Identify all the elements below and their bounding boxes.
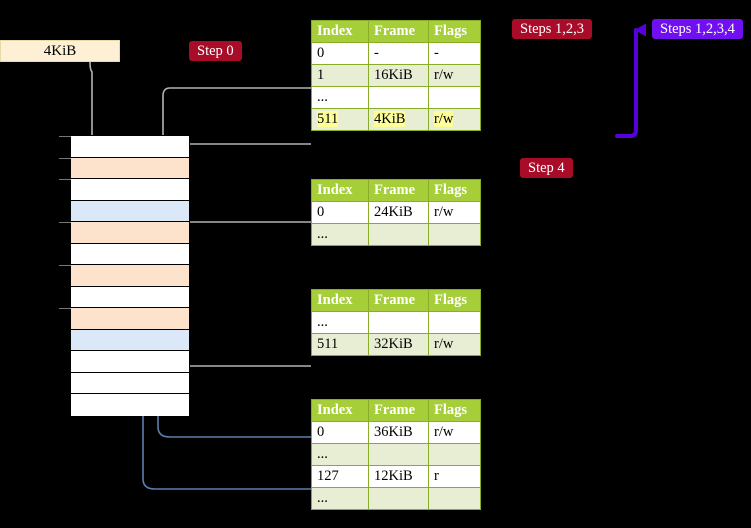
table-cell: r/w [428, 108, 481, 131]
table-cell: r/w [428, 64, 481, 87]
column-header-index: Index [311, 399, 369, 422]
table-cell: 36KiB [368, 421, 429, 444]
table-cell: 511 [311, 108, 369, 131]
table-cell: r [428, 465, 481, 488]
table-cell: 0 [311, 421, 369, 444]
memory-frame-row [71, 394, 189, 416]
badge-step-0: Step 0 [189, 41, 242, 61]
table-cell [368, 86, 429, 109]
table-cell: 1 [311, 64, 369, 87]
frame-tick-mark [59, 136, 71, 137]
table-cell [428, 311, 481, 334]
column-header-flags: Flags [428, 20, 481, 43]
table-row: 511 4KiB r/w [311, 108, 481, 131]
column-header-index: Index [311, 289, 369, 312]
table-row: ... [311, 86, 481, 109]
frame-tick-mark [59, 179, 71, 180]
frame-tick-mark [59, 222, 71, 223]
table-cell: 4KiB [368, 108, 429, 131]
table-cell: 511 [311, 333, 369, 356]
highlighted-value: 4KiB [374, 111, 406, 127]
table-row: ... [311, 311, 481, 334]
table-row: ... [311, 487, 481, 510]
table-cell [428, 86, 481, 109]
table-row: ... [311, 443, 481, 466]
physical-memory-frames [59, 135, 190, 416]
memory-frame-row [71, 200, 189, 222]
column-header-flags: Flags [428, 399, 481, 422]
memory-frame-row [59, 136, 189, 158]
column-header-frame: Frame [368, 289, 429, 312]
table-cell [428, 443, 481, 466]
size-label-box: 4KiB [0, 40, 120, 62]
column-header-flags: Flags [428, 179, 481, 202]
table-row: ... [311, 223, 481, 246]
table-cell: 127 [311, 465, 369, 488]
table-cell: 32KiB [368, 333, 429, 356]
table-cell [428, 487, 481, 510]
frame-tick-mark [59, 265, 71, 266]
column-header-index: Index [311, 20, 369, 43]
table-cell: ... [311, 223, 369, 246]
table-cell: 12KiB [368, 465, 429, 488]
table-cell [368, 311, 429, 334]
table-cell: 24KiB [368, 201, 429, 224]
table-cell: r/w [428, 201, 481, 224]
table-cell: - [368, 42, 429, 65]
memory-frame-row [59, 157, 189, 179]
memory-frame-row [71, 243, 189, 265]
table-cell: ... [311, 86, 369, 109]
memory-frame-row [71, 351, 189, 373]
table-cell: ... [311, 443, 369, 466]
table-cell [368, 223, 429, 246]
memory-frame-row [59, 308, 189, 330]
badge-steps-123: Steps 1,2,3 [512, 19, 593, 39]
column-header-frame: Frame [368, 399, 429, 422]
column-header-frame: Frame [368, 20, 429, 43]
memory-frame-row [71, 286, 189, 308]
memory-frame-row [59, 179, 189, 201]
table-row: 0-- [311, 42, 481, 65]
table-cell [368, 443, 429, 466]
highlighted-value: 511 [317, 111, 339, 127]
table-cell: - [428, 42, 481, 65]
memory-frame-row [71, 329, 189, 351]
memory-frame-row [71, 372, 189, 394]
column-header-frame: Frame [368, 179, 429, 202]
table-cell: ... [311, 487, 369, 510]
table-cell [368, 487, 429, 510]
table-cell: ... [311, 311, 369, 334]
memory-frame-row [59, 222, 189, 244]
table-cell: r/w [428, 421, 481, 444]
table-cell [428, 223, 481, 246]
table-cell: 0 [311, 42, 369, 65]
table-cell: 16KiB [368, 64, 429, 87]
frame-tick-mark [59, 157, 71, 159]
table-cell: 0 [311, 201, 369, 224]
column-header-index: Index [311, 179, 369, 202]
badge-step-4: Step 4 [520, 158, 573, 178]
highlighted-value: r/w [434, 111, 454, 127]
frame-tick-mark [59, 308, 71, 309]
memory-frame-row [59, 265, 189, 287]
badge-steps-1234: Steps 1,2,3,4 [652, 19, 743, 39]
column-header-flags: Flags [428, 289, 481, 312]
table-cell: r/w [428, 333, 481, 356]
